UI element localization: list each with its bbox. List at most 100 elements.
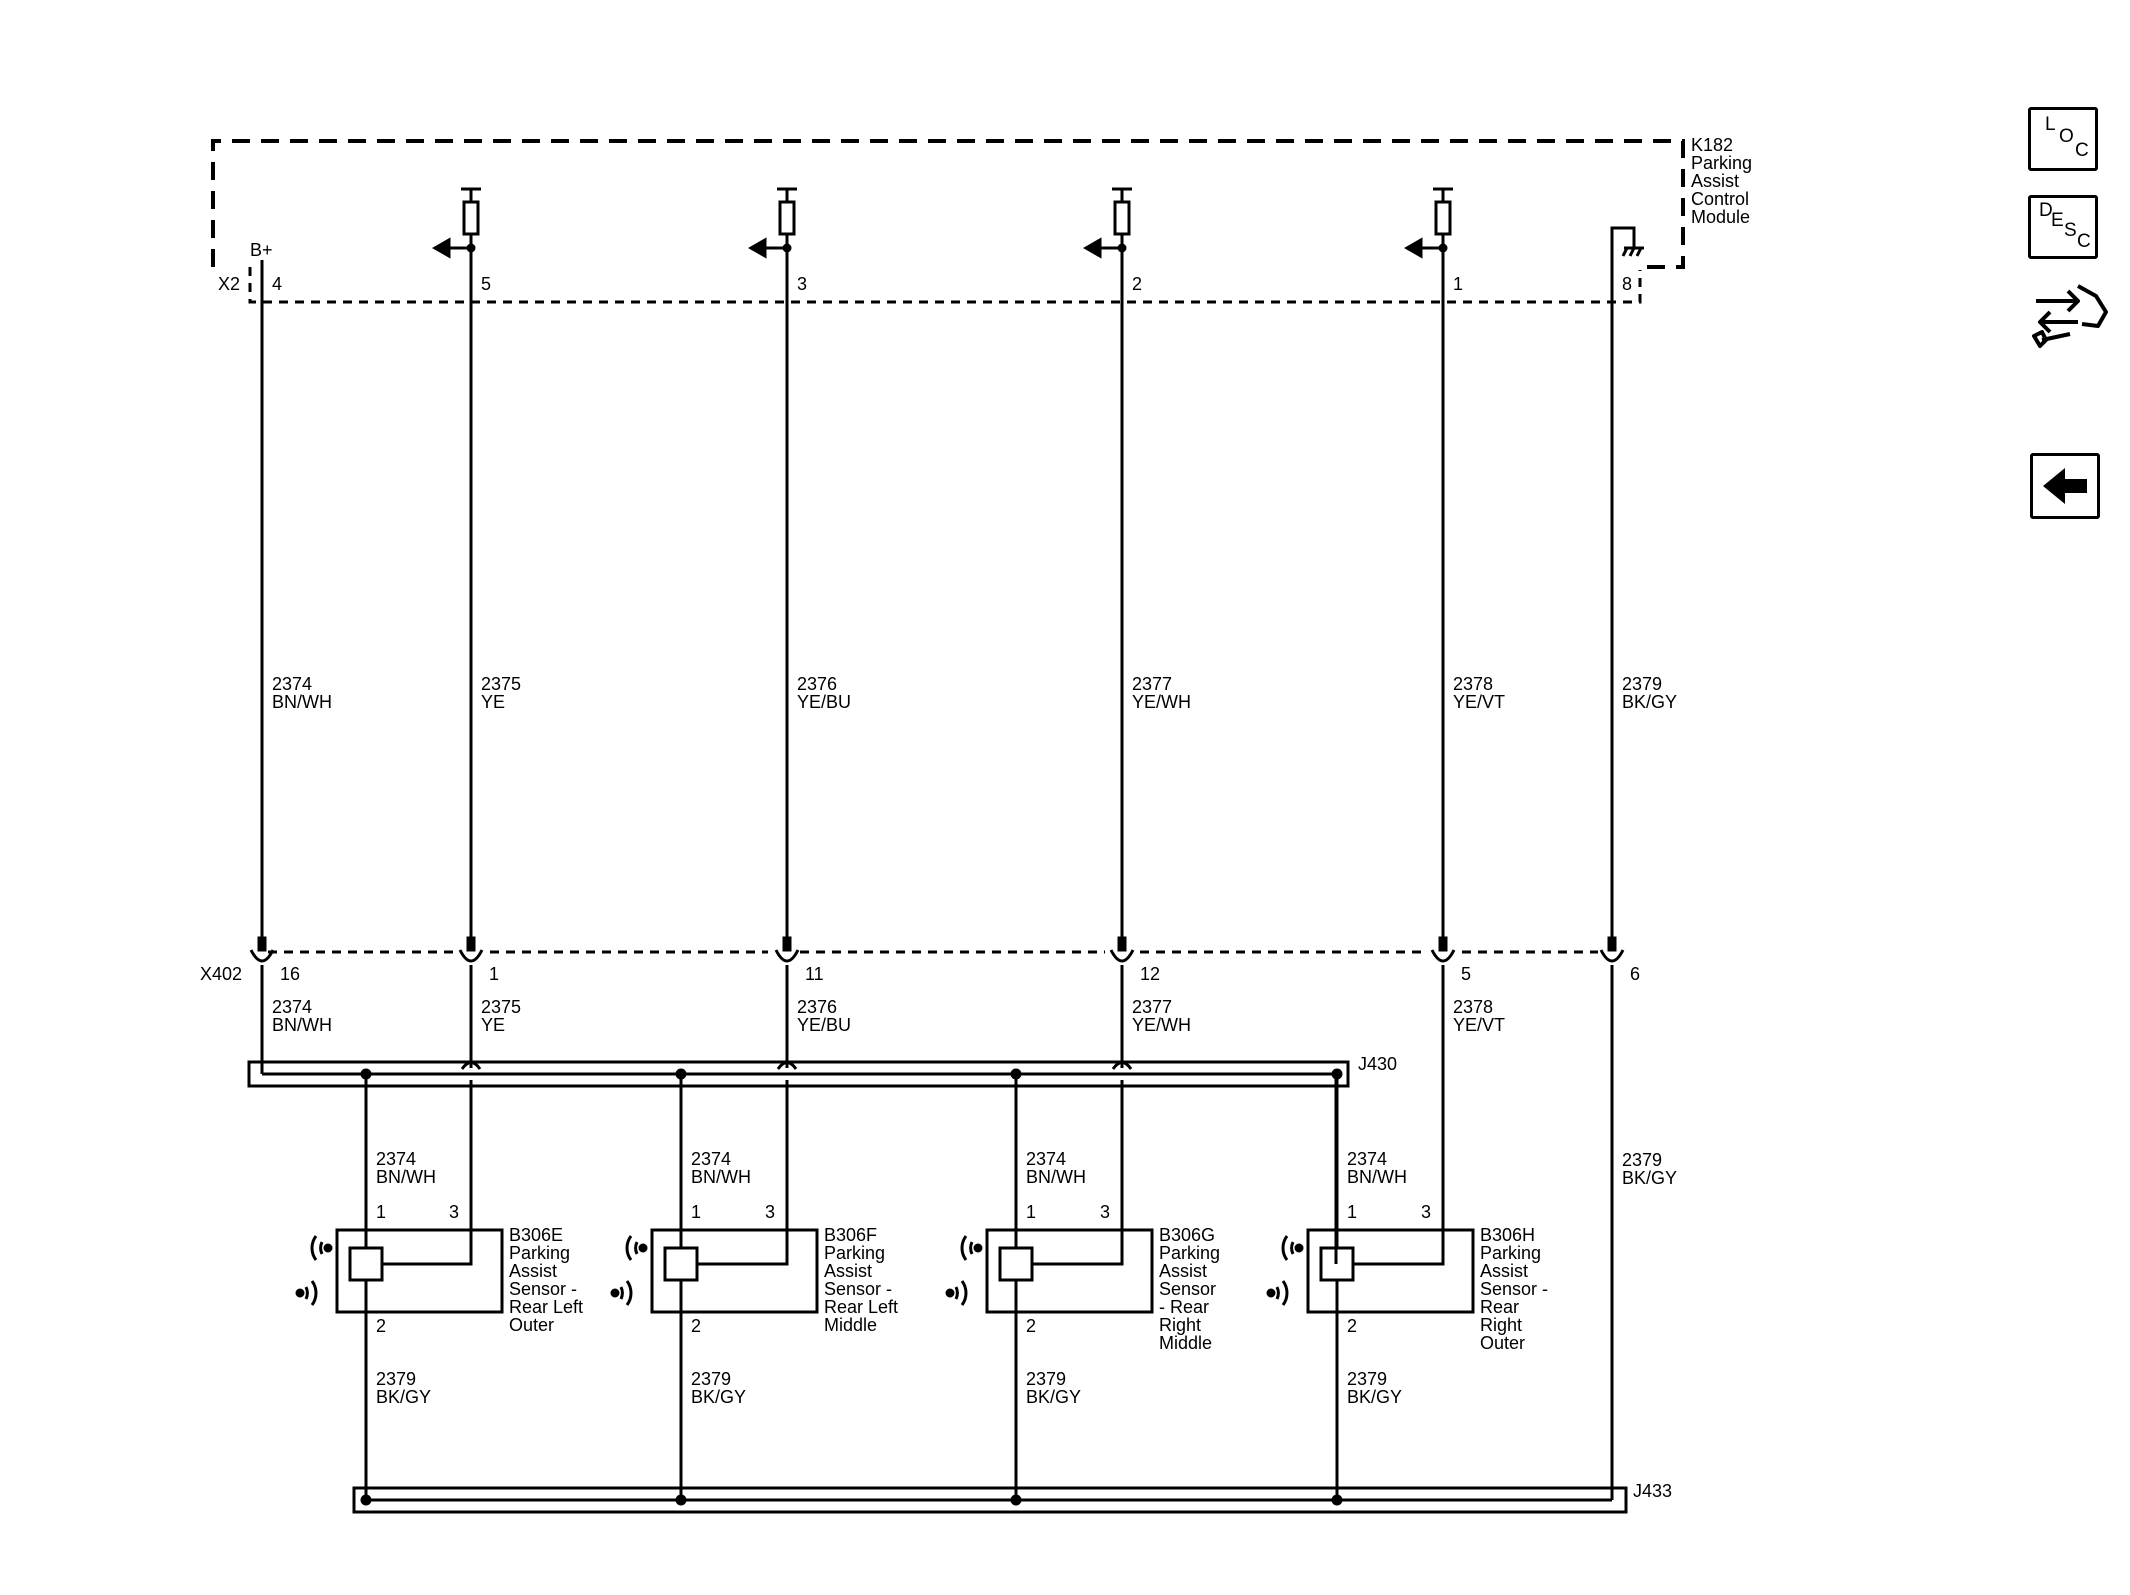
splice-j430-label: J430 [1358, 1054, 1397, 1074]
wire-color-2374: BN/WH [272, 692, 332, 712]
inline-pin-5 [1430, 949, 1456, 963]
sensor-ground-color: BK/GY [691, 1387, 746, 1407]
sensor-supply-color: BN/WH [1026, 1167, 1086, 1187]
module-pin-8: 8 [1622, 274, 1632, 294]
sensor-element [663, 1246, 699, 1282]
wire-circuit-2378: 2378 [1453, 674, 1493, 694]
sensor-id-B306H: B306H [1480, 1225, 1535, 1245]
connector-tool-button[interactable] [2030, 276, 2110, 352]
wire-lower-circuit-2374: 2374 [272, 997, 312, 1017]
ultrasonic-wave-icon [610, 1235, 648, 1306]
inline-pin-label-11: 11 [805, 964, 824, 984]
sensor-B306G [945, 1068, 1154, 1506]
back-button[interactable] [2030, 453, 2100, 519]
connector-wrench-icon [2032, 284, 2108, 348]
sensor-name-B306G-6: Middle [1159, 1333, 1212, 1353]
splice-j430 [247, 1060, 1350, 1088]
sensor-supply-circuit: 2374 [376, 1149, 416, 1169]
x2-connector-outline [248, 267, 1642, 304]
location-button[interactable]: L O C [2028, 107, 2098, 171]
sensor-id-B306G: B306G [1159, 1225, 1215, 1245]
module-name-line-3: Control [1691, 189, 1749, 209]
sensor-ground-color: BK/GY [376, 1387, 431, 1407]
inline-pin-label-12: 12 [1140, 964, 1160, 984]
wire-color-2377: YE/WH [1132, 692, 1191, 712]
splice-j433 [352, 1486, 1628, 1514]
sensor-ground-circuit: 2379 [376, 1369, 416, 1389]
sensor-name-B306E-2: Assist [509, 1261, 557, 1281]
sensor-body [985, 1228, 1154, 1314]
sensor-name-B306G-3: Sensor [1159, 1279, 1216, 1299]
sensor-name-B306E-4: Rear Left [509, 1297, 583, 1317]
sensor-element [998, 1246, 1034, 1282]
sensor-name-B306H-5: Right [1480, 1315, 1522, 1335]
wire-labels: 2374BN/WH4162374BN/WH2375YE512375YE2376Y… [272, 274, 1677, 1188]
wire-circuit-2375: 2375 [481, 674, 521, 694]
sensor-element [348, 1246, 384, 1282]
sensor-pin-supply: 1 [1347, 1202, 1357, 1222]
sensor-pin-supply: 1 [1026, 1202, 1036, 1222]
wire-circuit-2379: 2379 [1622, 674, 1662, 694]
module-name-line-1: Parking [1691, 153, 1752, 173]
connector-x2: X2 [218, 274, 240, 294]
module-pin-2: 2 [1132, 274, 1142, 294]
sensor-pin-supply: 1 [691, 1202, 701, 1222]
module-pin-5: 5 [481, 274, 491, 294]
sensor-body [650, 1228, 819, 1314]
ground-wire-color: BK/GY [1622, 1168, 1677, 1188]
sensor-name-B306G-4: - Rear [1159, 1297, 1209, 1317]
sensor-pin-signal: 3 [449, 1202, 459, 1222]
splice-j433-label: J433 [1633, 1481, 1672, 1501]
module-pin-4: 4 [272, 274, 282, 294]
sensor-body [335, 1228, 504, 1314]
location-letter-l: L [2045, 114, 2056, 135]
module-pin-3: 3 [797, 274, 807, 294]
inline-pin-label-1: 1 [489, 964, 499, 984]
location-letter-c: C [2075, 140, 2089, 161]
sensor-ground-color: BK/GY [1026, 1387, 1081, 1407]
sensor-pin-signal: 3 [765, 1202, 775, 1222]
sensor-name-B306E-3: Sensor - [509, 1279, 577, 1299]
sensor-ground-circuit: 2379 [691, 1369, 731, 1389]
sensor-supply-color: BN/WH [376, 1167, 436, 1187]
wire-circuit-2374: 2374 [272, 674, 312, 694]
description-letter-e: E [2051, 210, 2064, 231]
sensor-name-B306H-6: Outer [1480, 1333, 1525, 1353]
sensor-name-B306F-5: Middle [824, 1315, 877, 1335]
wire-lower-circuit-2375: 2375 [481, 997, 521, 1017]
supply-label: B+ [250, 240, 273, 260]
wire-circuit-2376: 2376 [797, 674, 837, 694]
sensor-supply-color: BN/WH [1347, 1167, 1407, 1187]
sensor-ground-color: BK/GY [1347, 1387, 1402, 1407]
wire-lower-color-2374: BN/WH [272, 1015, 332, 1035]
sensor-ground-circuit: 2379 [1026, 1369, 1066, 1389]
sensor-B306E [295, 1068, 504, 1506]
inline-pin-16 [249, 949, 275, 963]
description-letter-c: C [2077, 231, 2091, 252]
ground-wire-circuit: 2379 [1622, 1150, 1662, 1170]
sensor-ground-circuit: 2379 [1347, 1369, 1387, 1389]
ultrasonic-wave-icon [945, 1235, 983, 1306]
description-button[interactable]: D E S C [2028, 195, 2098, 259]
wire-lower-color-2376: YE/BU [797, 1015, 851, 1035]
sensor-pin-ground: 2 [691, 1316, 701, 1336]
module-drivers [431, 187, 1453, 259]
wire-color-2375: YE [481, 692, 505, 712]
sensor-name-B306H-1: Parking [1480, 1243, 1541, 1263]
sensor-name-B306F-4: Rear Left [824, 1297, 898, 1317]
ultrasonic-wave-icon [1266, 1235, 1304, 1306]
inline-pin-6 [1599, 949, 1625, 963]
sensor-name-B306H-3: Sensor - [1480, 1279, 1548, 1299]
inline-pin-1 [458, 949, 484, 963]
inline-pin-label-16: 16 [280, 964, 300, 984]
wire-lower-color-2375: YE [481, 1015, 505, 1035]
wire-lower-color-2377: YE/WH [1132, 1015, 1191, 1035]
wire-color-2379: BK/GY [1622, 692, 1677, 712]
connector-x402: X402 [200, 964, 242, 984]
wire-lower-color-2378: YE/VT [1453, 1015, 1505, 1035]
module-boundary [211, 139, 1685, 269]
sensor-name-B306E-1: Parking [509, 1243, 570, 1263]
sensor-id-B306F: B306F [824, 1225, 877, 1245]
